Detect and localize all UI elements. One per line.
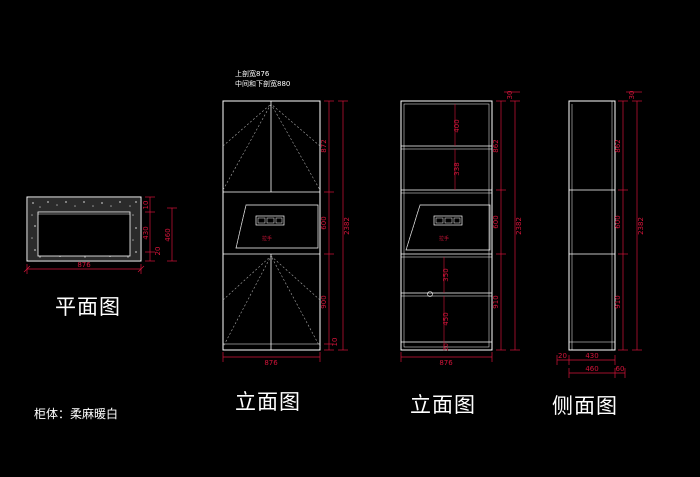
front2-dim-total: 2382 (515, 217, 523, 235)
front2-dimensions (400, 91, 520, 362)
side-dim-600: 600 (614, 215, 622, 228)
plan-dim-width: 876 (77, 261, 91, 269)
side-dim-430: 430 (585, 352, 598, 360)
side-dim-total: 2382 (637, 217, 645, 235)
front2-handle-box (433, 215, 463, 226)
plan-title: 平面图 (55, 295, 121, 319)
plan-dim-10: 10 (142, 201, 150, 210)
front1-window-text: 拉手 (262, 235, 272, 242)
plan-view: 876 10 430 20 460 (23, 196, 177, 274)
side-elevation: 30 862 600 910 2382 20 430 460 60 (556, 91, 645, 378)
front1-note-bottom: 中间和下剖宽880 (235, 80, 291, 88)
front1-dim-total: 2382 (343, 217, 351, 235)
front1-dim-600: 600 (320, 216, 328, 229)
front-elevation-2: 拉手 400 338 350 450 20 876 30 862 600 91 (400, 91, 523, 367)
front2-dim-862: 862 (492, 139, 500, 152)
side-dim-910: 910 (614, 295, 622, 308)
plan-dim-20: 20 (154, 247, 162, 256)
front1-dim-900: 900 (320, 295, 328, 308)
plan-outer-outline (26, 196, 142, 262)
plan-inner-cavity (37, 211, 131, 257)
front1-dim-width: 876 (264, 359, 278, 367)
front1-dim-10: 10 (331, 338, 339, 347)
front2-dim-width: 876 (439, 359, 453, 367)
side-dim-20: 20 (558, 352, 567, 360)
front1-door-swing-lines (222, 103, 321, 348)
front2-dim-600: 600 (492, 215, 500, 228)
front2-dim-20: 20 (443, 343, 450, 351)
front2-internal-dims (443, 104, 456, 350)
front1-cabinet-outline (222, 100, 321, 351)
front2-dim-338: 338 (453, 162, 461, 175)
front1-note-top: 上剖宽876 (235, 70, 270, 78)
front1-handle-box (255, 215, 285, 226)
side-dim-460: 460 (585, 365, 598, 373)
front2-dim-910: 910 (492, 295, 500, 308)
front1-title: 立面图 (235, 390, 301, 414)
side-dim-30: 30 (628, 91, 636, 100)
side-cabinet-outline (568, 100, 616, 351)
front2-drawer-knob (427, 291, 433, 297)
front-elevation-1: 拉手 876 872 600 900 10 2382 (222, 100, 351, 367)
plan-dim-430: 430 (142, 226, 150, 239)
front2-dim-350: 350 (442, 268, 450, 281)
plan-dimensions (23, 196, 177, 274)
side-dimensions (556, 91, 642, 378)
front2-title: 立面图 (410, 393, 476, 417)
front2-dim-30: 30 (506, 91, 514, 100)
side-title: 侧面图 (552, 394, 618, 418)
front2-dim-450: 450 (442, 312, 450, 325)
material-note: 柜体：柔麻暖白 (34, 407, 119, 421)
front2-window-text: 拉手 (439, 235, 449, 242)
front1-dim-872: 872 (320, 139, 328, 152)
front1-dimensions (222, 100, 348, 362)
side-dim-60: 60 (616, 365, 625, 373)
side-dim-862: 862 (614, 139, 622, 152)
plan-dim-460: 460 (164, 228, 172, 241)
front2-cabinet-outline (400, 100, 493, 351)
front2-glass-window (405, 204, 491, 251)
front2-dim-400: 400 (453, 119, 461, 132)
